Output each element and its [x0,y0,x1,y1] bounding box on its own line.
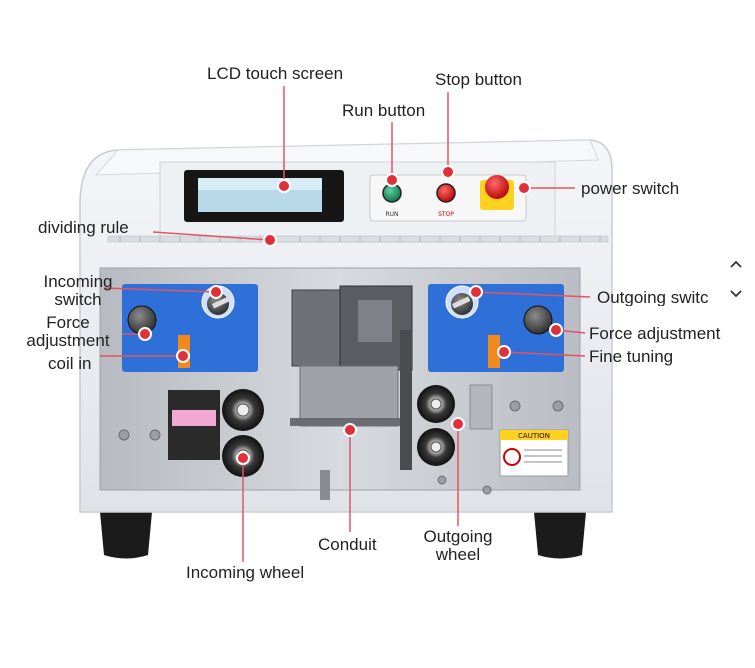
label-stop-button: Stop button [435,70,522,89]
chevron-down-icon [730,290,742,298]
label-lcd-touch-screen: LCD touch screen [207,64,344,83]
scroll-up-button[interactable] [723,253,749,275]
label-power-switch: power switch [581,179,680,198]
label-force-adjustment-right: Force adjustment [589,324,721,343]
label-dividing-rule: dividing rule [38,218,129,237]
chevron-up-icon [730,260,742,268]
label-coil-in: coil in [48,354,92,373]
scroll-down-button[interactable] [723,283,749,305]
label-fine-tuning: Fine tuning [589,347,674,366]
svg-text:RUN: RUN [385,211,398,218]
label-conduit: Conduit [318,535,377,554]
label-run-button: Run button [342,101,426,120]
svg-text:STOP: STOP [438,211,454,218]
label-incoming-wheel: Incoming wheel [186,563,305,582]
label-outgoing-switch: Outgoing switc [597,289,709,306]
svg-text:CAUTION: CAUTION [518,432,550,440]
